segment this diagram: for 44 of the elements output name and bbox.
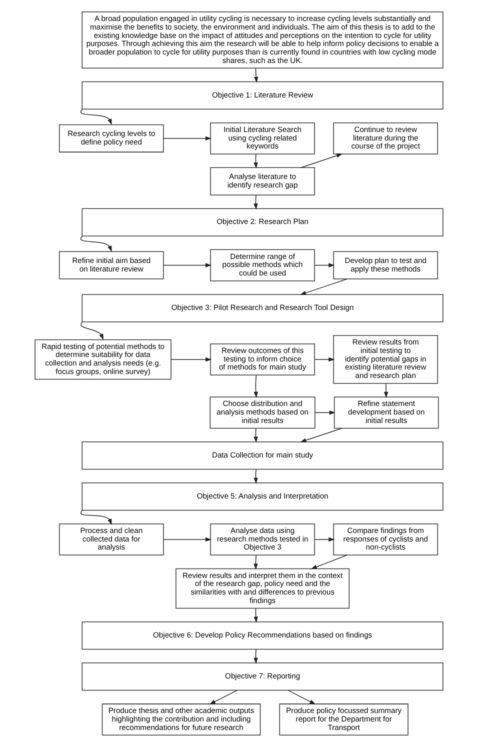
node-box: Review outcomes of this testing to inform choice of methods for main study (210, 344, 314, 376)
node-box: Objective 3: Pilot Research and Research Tool Design (81, 294, 443, 322)
node-box: Objective 5: Analysis and Interpretation (81, 482, 443, 511)
node-box: Refine statement development based on initial results (333, 396, 438, 429)
node-box: A broad population engaged in utility cycling is necessary to increase cycling levels substantially and maximise the benefits to society, the environment and individuals. The aim of this thesis is to add to the existing knowledge base on the impact of attitudes and perceptions on the intention to cycle for utility purposes. Through achieving this aim the research will be able to help inform policy decisions to enable a broader population to cycle for utility purposes than is currently found in countries with low cycling mode shares, such as the UK. (81, 12, 443, 68)
arrow (162, 537, 212, 542)
node-box: Produce thesis and other academic outputs highlighting the contribution and including recommendations for future research (101, 704, 260, 736)
arrow (383, 383, 388, 398)
node-box: Refine initial aim based on literature review (58, 251, 164, 280)
node-box: Produce policy focussed summary report for the Department for Transport (278, 704, 408, 736)
arrow (314, 410, 335, 415)
arrow (162, 263, 212, 268)
node-box: Choose distribution and analysis methods based on initial results (209, 396, 315, 429)
node-box: Review results from initial testing to identify potential gaps in existing literature review and research plan (332, 335, 438, 384)
arrow (314, 263, 334, 268)
node-box: Rapid testing of potential methods to determine suitability for data collection and analysis needs (e.g. focus groups, online survey) (34, 339, 171, 380)
node-box: Research cycling levels to define policy need (58, 124, 164, 152)
arrow (162, 136, 212, 141)
arrow (314, 537, 334, 542)
arrow (170, 357, 212, 362)
node-box: Review results and interpret them in the context of the research gap, policy need and the similarities with and differences to previous findings (175, 568, 350, 609)
node-box: Objective 6: Develop Policy Recommendations based on findings (81, 622, 443, 650)
arrow (310, 554, 347, 570)
node-box: Continue to review literature during the course of the project (332, 122, 438, 154)
node-box: Data Collection for main study (81, 441, 443, 470)
node-box: Compare findings from responses of cyclists and non-cyclists (332, 524, 438, 556)
node-box: Process and clean collected data for analysis (58, 524, 164, 556)
node-box: Analyse literature to identify research gap (210, 167, 314, 196)
arrow (299, 278, 347, 295)
arrow (80, 510, 112, 525)
arrow (208, 690, 237, 704)
arrow (314, 357, 334, 362)
arrow (287, 690, 316, 704)
node-box: Analyse data using research methods tested in Objective 3 (210, 524, 314, 556)
node-box: Determine range of possible methods which could be used (210, 249, 314, 282)
arrow (253, 374, 258, 398)
arrow (80, 321, 103, 340)
arrow (300, 154, 342, 168)
node-box: Initial Literature Search using cycling related keywords (210, 122, 314, 154)
arrow (300, 428, 342, 442)
node-box: Develop plan to test and apply these methods (332, 251, 438, 280)
node-box: Objective 7: Reporting (81, 662, 443, 691)
node-box: Objective 2: Research Plan (81, 208, 443, 236)
node-box: Objective 1: Literature Review (81, 81, 443, 110)
